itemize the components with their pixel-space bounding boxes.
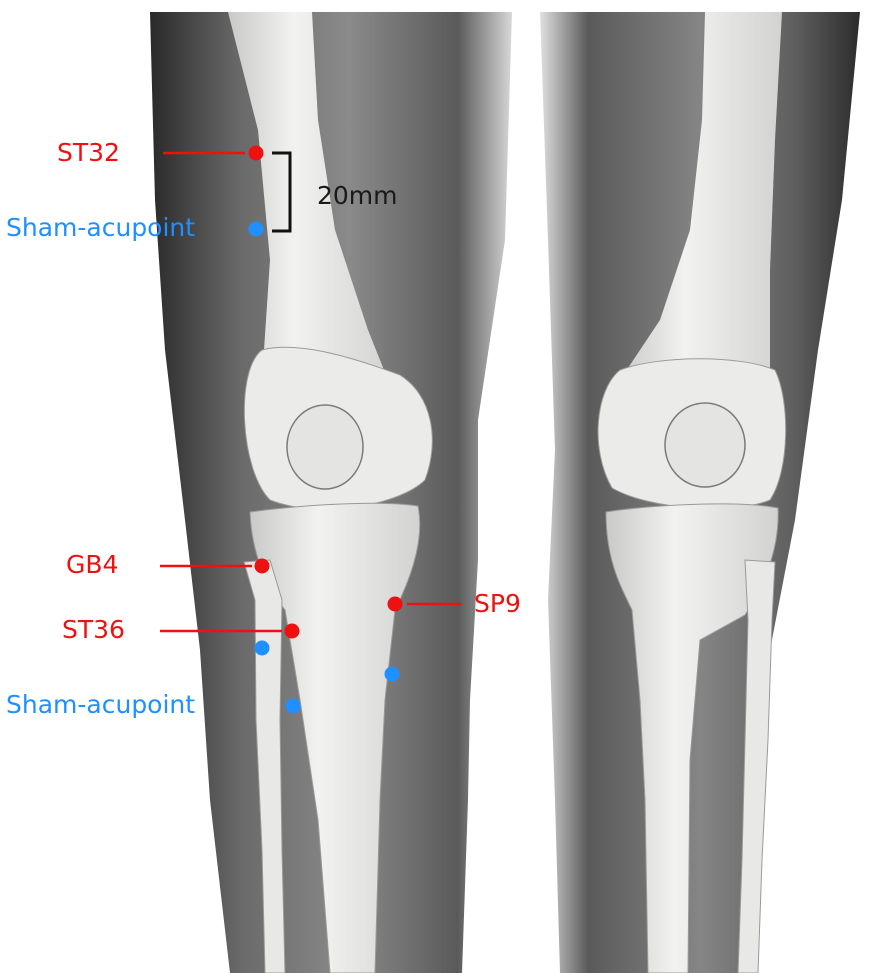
st36-label: ST36 <box>62 615 125 645</box>
st36-point <box>285 624 300 639</box>
sham-point-medial <box>385 667 400 682</box>
st32-label: ST32 <box>57 138 120 168</box>
sham-point-upper <box>249 222 264 237</box>
st32-point <box>249 146 264 161</box>
gb4-point <box>255 559 270 574</box>
gb4-label: GB4 <box>66 550 118 580</box>
sham-point-fibula <box>255 641 270 656</box>
sham-acupoint-lower-label: Sham-acupoint <box>6 690 195 720</box>
right-patella <box>665 403 745 487</box>
sham-acupoint-upper-label: Sham-acupoint <box>6 213 195 243</box>
sp9-label: SP9 <box>474 589 521 619</box>
left-patella <box>287 405 363 489</box>
sham-point-lower <box>286 699 301 714</box>
sp9-point <box>388 597 403 612</box>
distance-label: 20mm <box>317 181 398 211</box>
